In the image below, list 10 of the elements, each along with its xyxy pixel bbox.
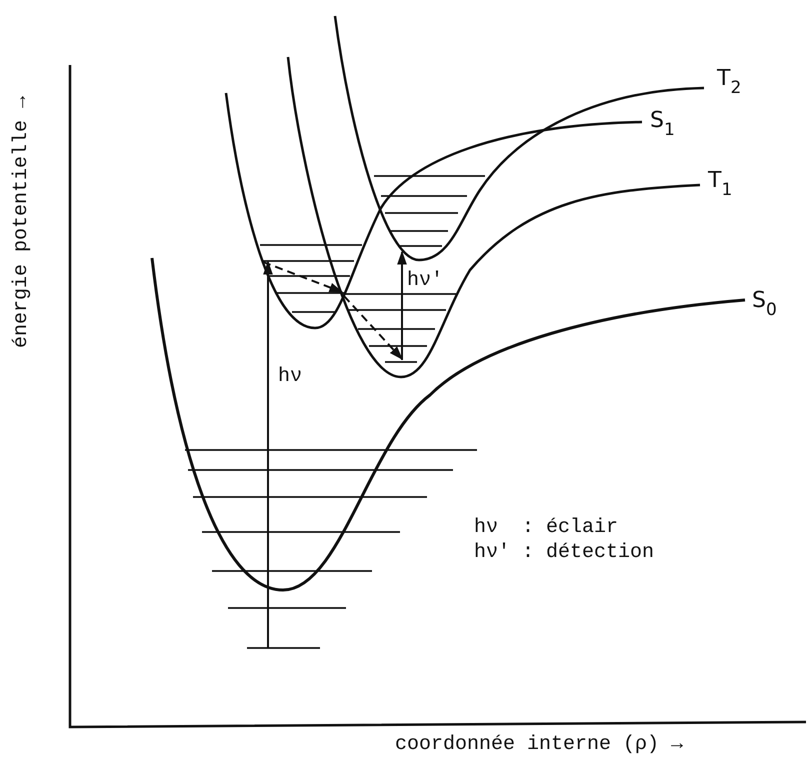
curve-label: S$_{0}$ bbox=[752, 290, 777, 319]
transition-label: hν bbox=[278, 367, 302, 387]
curve-label: T$_{2}$ bbox=[717, 68, 742, 97]
axis-title: énergie potentielle → bbox=[12, 96, 32, 348]
transition-label: hν' bbox=[407, 271, 444, 291]
legend-text: hν : éclair bbox=[474, 518, 618, 538]
curve-label: S$_{1}$ bbox=[650, 110, 675, 139]
axis-title: coordonnée interne (ρ) → bbox=[395, 735, 684, 755]
legend-text: hν' : détection bbox=[474, 543, 654, 563]
curve-label: T$_{1}$ bbox=[708, 170, 732, 199]
